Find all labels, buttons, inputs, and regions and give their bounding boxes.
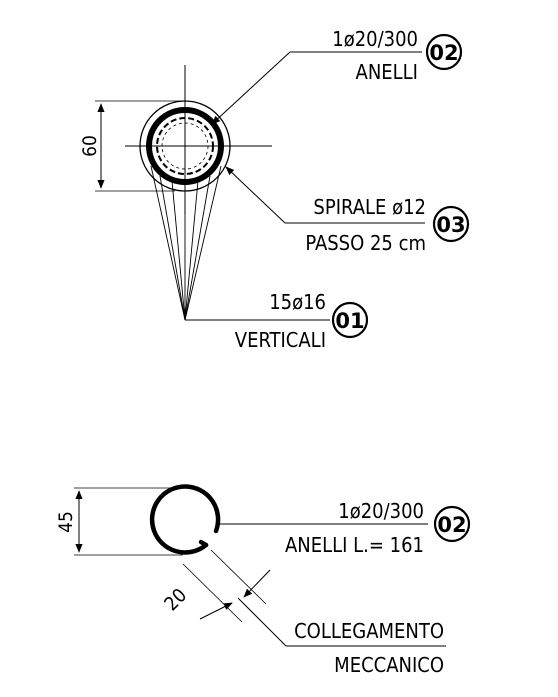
ring-bar [149, 484, 221, 555]
overlap-dimension-20: 20 [160, 584, 191, 615]
overlap-extension-1 [182, 563, 243, 623]
rings-tag-circle [425, 33, 463, 71]
connection-line1: COLLEGAMENTO [294, 619, 444, 643]
overlap-arrow-left [199, 602, 233, 620]
verticals-tag: 01 [335, 309, 364, 333]
spiral-inner-edge [161, 122, 209, 170]
ring-detail: 45 1ø20/300 ANELLI L.= 161 02 20 COLLEGA… [55, 484, 471, 677]
spiral-reinforcement [156, 117, 214, 175]
dimension-45: 45 [55, 511, 77, 533]
overlap-arrow-right [243, 569, 271, 598]
column-section: 60 1ø20/300 ANELLI 02 SPIRALE ø12 PASSO … [79, 27, 470, 352]
spiral-label: SPIRALE ø12 [313, 195, 426, 219]
ring-tag-circle [433, 505, 471, 543]
verticals-sublabel: VERTICALI [235, 328, 326, 352]
ring-sublabel: ANELLI L.= 161 [285, 533, 424, 557]
dimension-60: 60 [79, 135, 101, 157]
spiral-leader-arrow [225, 166, 286, 224]
spiral-tag-circle [432, 205, 470, 243]
hoop-ring [146, 107, 224, 185]
rings-label: 1ø20/300 [332, 27, 418, 51]
spiral-tag: 03 [436, 213, 465, 237]
connection-line2: MECCANICO [334, 653, 444, 677]
rings-sublabel: ANELLI [356, 60, 418, 84]
verticals-leader-fan [150, 165, 330, 321]
ring-label: 1ø20/300 [338, 499, 424, 523]
spiral-sublabel: PASSO 25 cm [305, 231, 426, 255]
verticals-tag-circle [331, 301, 369, 339]
verticals-label: 15ø16 [269, 290, 326, 314]
rings-leader-arrow [211, 51, 291, 125]
overlap-extension-2 [210, 549, 267, 605]
ring-hook [198, 539, 209, 548]
rings-tag: 02 [429, 41, 458, 65]
ring-tag: 02 [437, 513, 466, 537]
connection-leader-diagonal [237, 597, 287, 647]
